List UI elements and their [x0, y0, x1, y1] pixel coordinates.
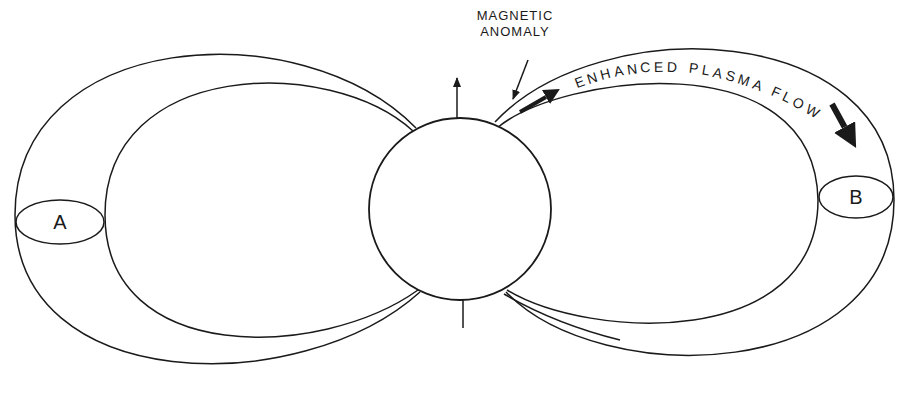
field-line [495, 49, 894, 355]
ellipse-shape [16, 200, 104, 244]
axis-line [462, 300, 464, 328]
label-glyph: H [599, 66, 612, 82]
planet-circle [369, 118, 551, 300]
label-glyph: N [585, 70, 599, 86]
label-glyph: W [803, 101, 821, 120]
label-glyph: S [724, 68, 737, 84]
leader-arrow [513, 60, 528, 99]
flow-arrow [520, 97, 546, 112]
region-letter: B [849, 186, 862, 208]
label-glyph: C [640, 60, 651, 75]
label-glyph: A [750, 76, 764, 92]
axis-arrow [456, 78, 458, 118]
ellipse-shape [819, 176, 893, 218]
label-glyph [681, 60, 686, 74]
callout-label: MAGNETIC ANOMALY [469, 8, 561, 39]
label-glyph: E [654, 60, 664, 74]
field-line [504, 294, 620, 340]
label-glyph: M [736, 71, 751, 88]
label-glyph: A [711, 65, 723, 81]
flow-arrow [832, 104, 845, 127]
label-glyph: P [688, 61, 699, 76]
region-ellipse: B [818, 175, 894, 219]
region-letter: A [53, 211, 66, 233]
label-glyph: A [612, 63, 624, 79]
region-ellipse: A [15, 199, 105, 245]
label-glyph: E [572, 74, 586, 90]
label-glyph: L [700, 63, 710, 78]
label-glyph: N [626, 61, 638, 76]
label-glyph: D [667, 60, 678, 74]
field-line [15, 54, 420, 363]
curved-label: ENHANCED PLASMA FLOW [572, 60, 819, 118]
label-glyph: O [790, 94, 806, 111]
